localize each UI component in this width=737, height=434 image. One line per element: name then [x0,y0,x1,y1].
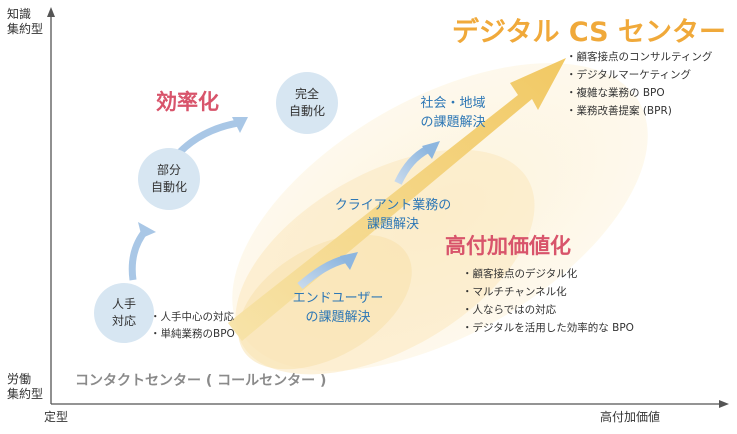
blue-arrow-4-head [422,141,440,159]
digital-cs-center-title: デジタル CS センター [452,17,727,48]
circle-partial: 部分 自動化 [138,148,200,210]
efficiency-label: 効率化 [156,90,219,114]
list-item: 顧客接点のデジタル化 [462,265,634,283]
list-item: 業務改善提案 (BPR) [566,102,712,120]
growth-arrow [228,58,566,341]
y-axis-bottom-label: 労働 集約型 [7,372,44,401]
stage-client: クライアント業務の 課題解決 [334,198,452,232]
stage-society: 社会・地域 の課題解決 [420,96,486,130]
value-added-label: 高付加価値化 [445,234,571,258]
blue-arrow-2 [177,119,239,155]
circle-manual-label: 人手 対応 [111,297,136,328]
value-added-bullets: 顧客接点のデジタル化 マルチチャンネル化 人ならではの対応 デジタルを活用した効… [462,265,634,337]
list-item: マルチチャンネル化 [462,283,634,301]
y-axis-arrowhead [47,7,55,17]
title-bullets: 顧客接点のコンサルティング デジタルマーケティング 複雑な業務の BPO 業務改… [566,48,713,120]
circle-full: 完全 自動化 [276,72,338,134]
x-axis-right-label: 高付加価値 [600,410,661,424]
blue-arrow-1-head [138,222,156,238]
blue-arrow-2-head [232,117,248,133]
circle-manual: 人手 対応 [94,283,154,343]
blue-arrow-3-head [340,252,358,270]
list-item: 顧客接点のコンサルティング [566,48,713,66]
manual-bullets: 人手中心の対応 単純業務のBPO [150,309,235,343]
stage-end-user: エンドユーザー の課題解決 [292,291,384,325]
ellipse-small [238,234,412,370]
circle-full-label: 完全 自動化 [288,87,325,118]
contact-center-label: コンタクトセンター ( コールセンター ) [75,373,327,389]
list-item: 単純業務のBPO [150,326,235,343]
blue-arrow-1 [128,227,149,281]
list-item: 複雑な業務の BPO [566,84,712,102]
list-item: 人ならではの対応 [462,301,634,319]
list-item: 人手中心の対応 [150,309,235,326]
blue-arrow-4 [394,145,430,185]
list-item: デジタルマーケティング [566,66,712,84]
list-item: デジタルを活用した効率的な BPO [462,319,634,337]
x-axis-left-label: 定型 [44,410,69,424]
y-axis-top-label: 知識 集約型 [7,7,44,36]
blue-arrow-3 [297,255,348,290]
x-axis-arrowhead [719,400,729,408]
circle-partial-label: 部分 自動化 [150,163,187,194]
